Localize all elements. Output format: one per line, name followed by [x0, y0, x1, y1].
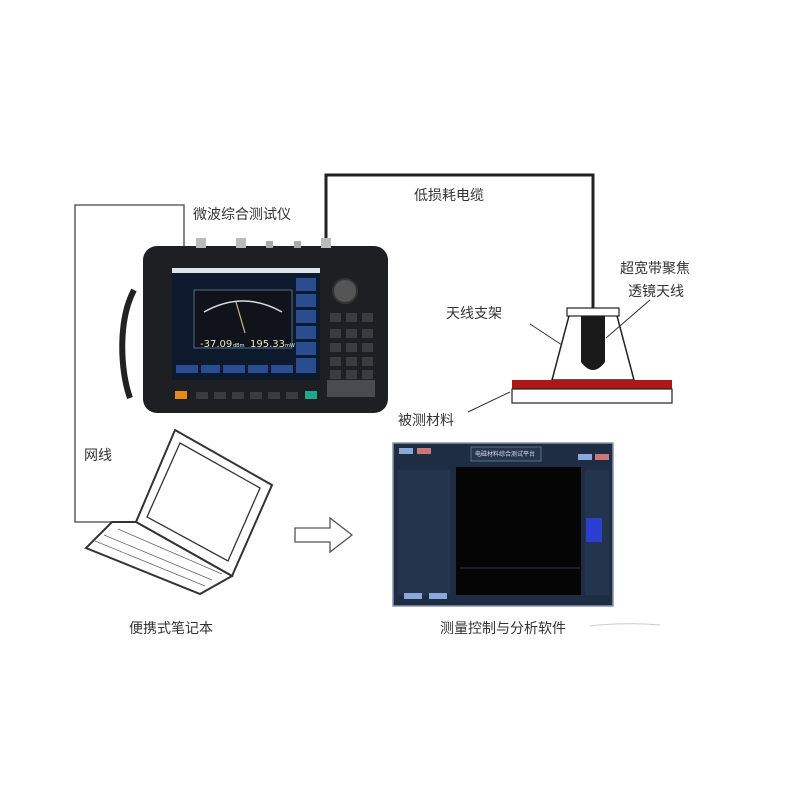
material-sample — [511, 388, 673, 404]
instrument-handle — [119, 288, 137, 400]
sw-button[interactable] — [429, 593, 447, 599]
label-antenna-2: 透镜天线 — [628, 284, 684, 300]
software-window: 电磁材料综合测试平台 — [392, 442, 614, 607]
unit-right: mW — [285, 343, 295, 349]
sw-button[interactable] — [417, 448, 431, 454]
sw-button[interactable] — [578, 454, 592, 460]
connector — [266, 241, 273, 248]
laptop — [84, 428, 274, 596]
label-cable: 低损耗电缆 — [414, 188, 484, 204]
reading-left: -37.09 — [200, 339, 232, 350]
label-material: 被测材料 — [398, 413, 454, 429]
green-key[interactable] — [305, 391, 317, 399]
meter-needle — [235, 301, 246, 334]
label-software: 测量控制与分析软件 — [440, 621, 566, 637]
sw-plot-area — [456, 467, 581, 595]
orange-key[interactable] — [175, 391, 187, 399]
software-title: 电磁材料综合测试平台 — [475, 450, 535, 458]
sw-button[interactable] — [399, 448, 413, 454]
brand-plate — [327, 380, 375, 397]
material-top-layer — [512, 380, 672, 389]
label-instrument: 微波综合测试仪 — [193, 207, 291, 223]
laptop-screen — [146, 442, 261, 562]
label-laptop: 便携式笔记本 — [129, 621, 213, 637]
network-cable-line — [74, 204, 185, 523]
sw-left-panel — [398, 470, 450, 595]
sw-button[interactable] — [404, 593, 422, 599]
label-network-cable: 网线 — [84, 448, 112, 464]
connector — [196, 238, 206, 248]
label-stand: 天线支架 — [446, 306, 502, 322]
meter-display — [193, 289, 293, 349]
connector — [294, 241, 301, 248]
antenna-setup — [467, 299, 673, 413]
sw-button[interactable] — [595, 454, 609, 460]
connector — [321, 238, 331, 248]
meter-scale — [203, 300, 283, 313]
reading-right: 195.33 — [250, 339, 285, 350]
connector — [236, 238, 246, 248]
arrow-icon — [294, 516, 354, 554]
bottom-softkeys[interactable] — [176, 365, 316, 373]
lens-antenna — [581, 316, 605, 370]
unit-left: dBm — [233, 343, 245, 349]
rotary-knob[interactable] — [332, 278, 358, 304]
front-keys[interactable] — [196, 392, 298, 399]
microwave-tester: -37.09 dBm 195.33 mW — [119, 238, 388, 413]
low-loss-cable — [324, 173, 595, 310]
numeric-keypad[interactable] — [330, 313, 373, 379]
label-antenna-1: 超宽带聚焦 — [620, 260, 690, 277]
